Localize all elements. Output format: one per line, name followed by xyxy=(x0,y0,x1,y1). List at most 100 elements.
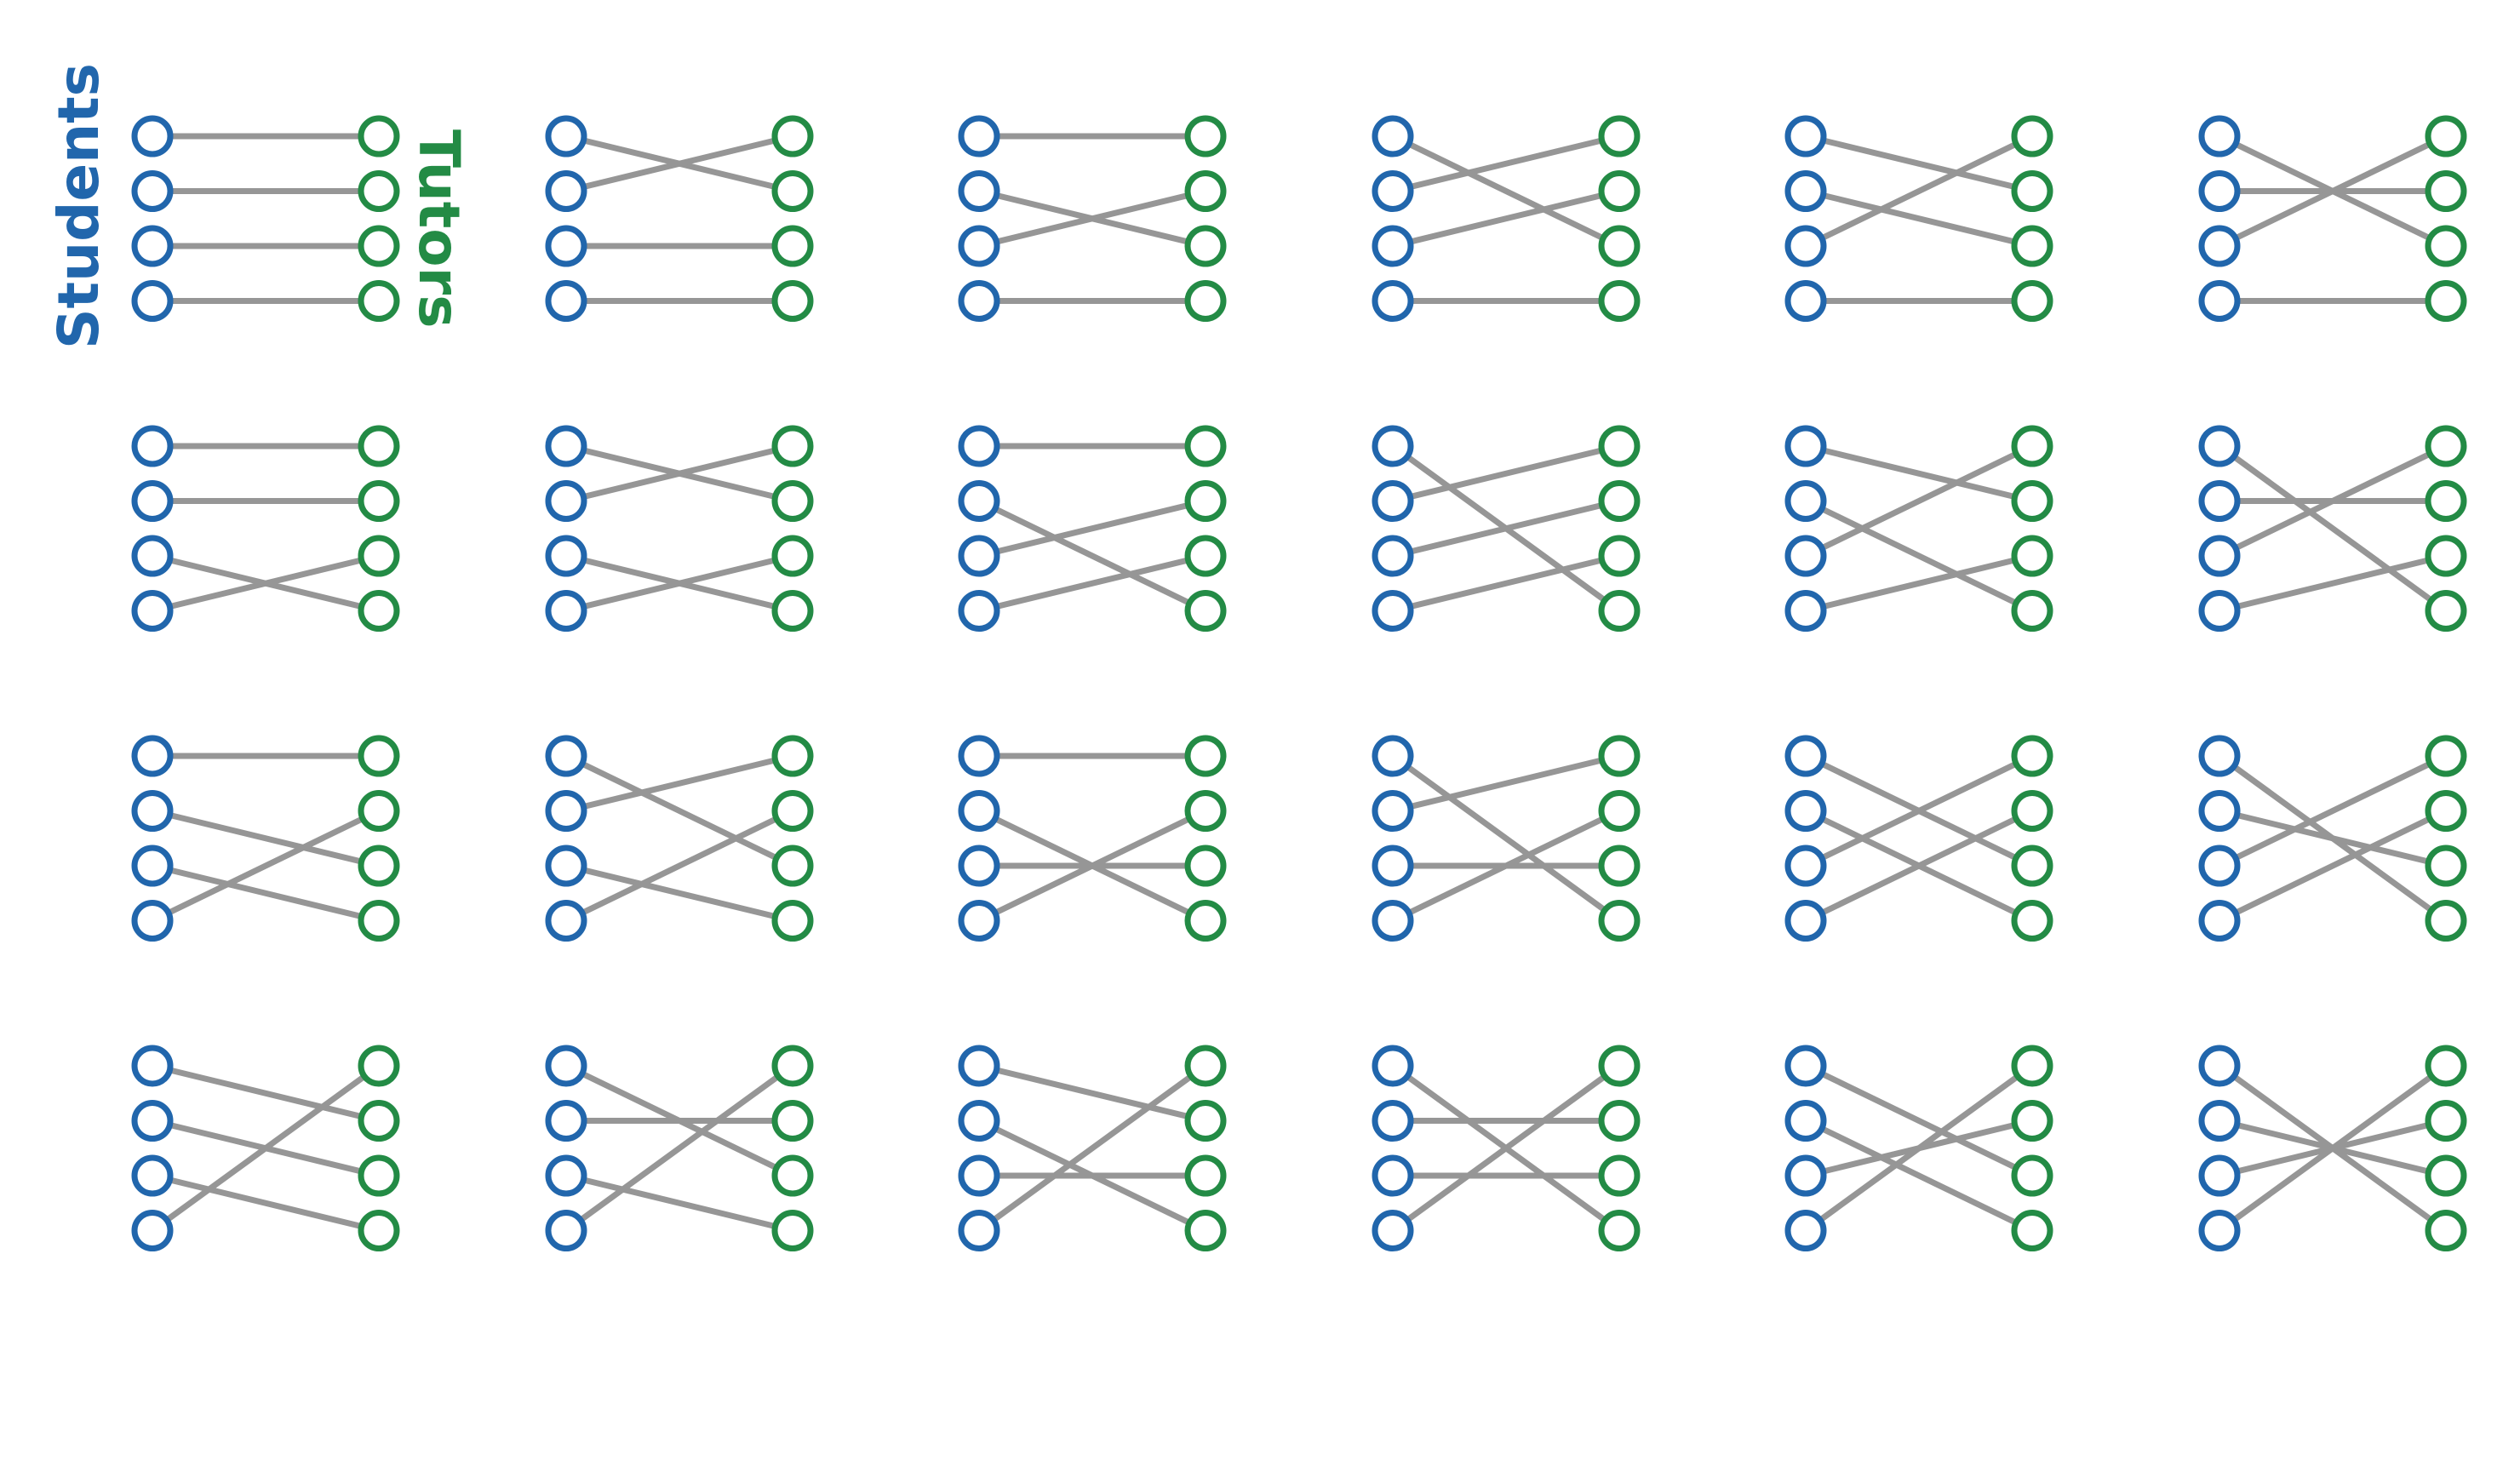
matching-8-tutor-node-3 xyxy=(771,535,814,577)
matching-20-edge-student4-tutor1 xyxy=(563,1062,796,1234)
matching-3-tutor-node-4 xyxy=(1184,280,1227,322)
matching-21-student-node-1 xyxy=(958,1045,1000,1087)
matching-7-tutor-node-3 xyxy=(358,535,400,577)
matching-19-tutor-node-4 xyxy=(358,1210,400,1251)
matching-23-edge-student1-tutor3 xyxy=(1802,1062,2036,1179)
matching-10-student-node-1 xyxy=(1372,425,1414,467)
matching-21-student-node-3 xyxy=(958,1154,1000,1197)
matching-11-student-node-4 xyxy=(1784,590,1827,632)
matching-14-tutor-node-3 xyxy=(771,845,814,887)
matching-19-student-node-3 xyxy=(131,1154,174,1197)
matching-2-tutor-node-3 xyxy=(771,225,814,267)
matching-12-student-node-2 xyxy=(2198,480,2241,522)
matching-3-student-node-1 xyxy=(958,115,1000,157)
matching-21-tutor-node-1 xyxy=(1184,1045,1227,1087)
matching-17-tutor-node-2 xyxy=(2011,790,2053,832)
matching-23-student-node-4 xyxy=(1784,1210,1827,1251)
matching-14-tutor-node-2 xyxy=(771,790,814,832)
matching-5-student-node-1 xyxy=(1784,115,1827,157)
matching-3-tutor-node-1 xyxy=(1184,115,1227,157)
matching-16-tutor-node-3 xyxy=(1598,845,1641,887)
matching-19-edge-student1-tutor2 xyxy=(149,1062,382,1124)
matching-1-student-node-4 xyxy=(131,280,174,322)
matching-16-student-node-3 xyxy=(1372,845,1414,887)
matching-19-edge-student3-tutor4 xyxy=(149,1172,382,1234)
matching-24-student-node-1 xyxy=(2198,1045,2241,1087)
matching-9-student-node-1 xyxy=(958,425,1000,467)
matching-21-tutor-node-4 xyxy=(1184,1210,1227,1251)
matching-20-edge-student3-tutor4 xyxy=(563,1172,796,1234)
matching-6-student-node-3 xyxy=(2198,225,2241,267)
matching-24-tutor-node-1 xyxy=(2425,1045,2467,1087)
matching-19-student-node-2 xyxy=(131,1100,174,1142)
matching-14-edge-student4-tutor2 xyxy=(563,808,796,924)
matching-3-tutor-node-3 xyxy=(1184,225,1227,267)
matching-11-student-node-1 xyxy=(1784,425,1827,467)
matching-8-edge-student4-tutor3 xyxy=(563,553,796,614)
matching-23-student-node-3 xyxy=(1784,1154,1827,1197)
matching-4-student-node-1 xyxy=(1372,115,1414,157)
matching-10-tutor-node-2 xyxy=(1598,480,1641,522)
matching-16-tutor-node-1 xyxy=(1598,735,1641,777)
matching-20-student-node-1 xyxy=(545,1045,587,1087)
matching-8-student-node-3 xyxy=(545,535,587,577)
matching-20-tutor-node-3 xyxy=(771,1154,814,1197)
matching-16-student-node-2 xyxy=(1372,790,1414,832)
matching-12-tutor-node-3 xyxy=(2425,535,2467,577)
matching-7-student-node-4 xyxy=(131,590,174,632)
matching-11-edge-student1-tutor2 xyxy=(1802,443,2036,504)
matching-24-tutor-node-3 xyxy=(2425,1154,2467,1197)
matching-16-edge-student2-tutor1 xyxy=(1389,753,1623,814)
matching-2-edge-student2-tutor1 xyxy=(563,133,796,194)
matching-14-tutor-node-1 xyxy=(771,735,814,777)
matching-15-student-node-2 xyxy=(958,790,1000,832)
matching-12-edge-student1-tutor4 xyxy=(2216,443,2449,614)
matching-15-edge-student4-tutor2 xyxy=(976,808,1209,924)
matching-4-tutor-node-4 xyxy=(1598,280,1641,322)
matching-22-tutor-node-2 xyxy=(1598,1100,1641,1142)
matching-3-tutor-node-2 xyxy=(1184,170,1227,212)
matching-7-tutor-node-2 xyxy=(358,480,400,522)
matching-5-student-node-3 xyxy=(1784,225,1827,267)
matching-16-edge-student1-tutor4 xyxy=(1389,753,1623,924)
matching-5-tutor-node-2 xyxy=(2011,170,2053,212)
matching-1-student-node-2 xyxy=(131,170,174,212)
matching-18-student-node-2 xyxy=(2198,790,2241,832)
matching-8-edge-student2-tutor1 xyxy=(563,443,796,504)
matching-4-edge-student2-tutor1 xyxy=(1389,133,1623,194)
matching-21-student-node-2 xyxy=(958,1100,1000,1142)
matching-11-tutor-node-3 xyxy=(2011,535,2053,577)
matching-13-edge-student2-tutor3 xyxy=(149,808,382,869)
matching-15-tutor-node-1 xyxy=(1184,735,1227,777)
matching-11-tutor-node-4 xyxy=(2011,590,2053,632)
matching-20-student-node-2 xyxy=(545,1100,587,1142)
matching-22-tutor-node-1 xyxy=(1598,1045,1641,1087)
matching-11-student-node-2 xyxy=(1784,480,1827,522)
matching-11-edge-student3-tutor1 xyxy=(1802,443,2036,559)
matching-14-student-node-2 xyxy=(545,790,587,832)
matching-1-student-node-1 xyxy=(131,115,174,157)
matching-9-tutor-node-2 xyxy=(1184,480,1227,522)
matching-17-student-node-3 xyxy=(1784,845,1827,887)
matching-23-edge-student2-tutor4 xyxy=(1802,1118,2036,1234)
matching-16-edge-student4-tutor2 xyxy=(1389,808,1623,924)
matching-18-tutor-node-4 xyxy=(2425,900,2467,942)
matching-10-tutor-node-4 xyxy=(1598,590,1641,632)
matching-5-tutor-node-1 xyxy=(2011,115,2053,157)
matching-13-student-node-4 xyxy=(131,900,174,942)
matching-24-student-node-3 xyxy=(2198,1154,2241,1197)
matching-13-tutor-node-4 xyxy=(358,900,400,942)
matching-24-tutor-node-2 xyxy=(2425,1100,2467,1142)
matching-22-tutor-node-3 xyxy=(1598,1154,1641,1197)
matching-7-edge-student4-tutor3 xyxy=(149,553,382,614)
matching-12-tutor-node-1 xyxy=(2425,425,2467,467)
matching-16-tutor-node-2 xyxy=(1598,790,1641,832)
matching-14-edge-student2-tutor1 xyxy=(563,753,796,814)
matching-8-student-node-4 xyxy=(545,590,587,632)
tutors-label: Tutors xyxy=(406,129,472,328)
matching-21-tutor-node-3 xyxy=(1184,1154,1227,1197)
matching-9-student-node-3 xyxy=(958,535,1000,577)
matching-9-student-node-4 xyxy=(958,590,1000,632)
matching-18-student-node-1 xyxy=(2198,735,2241,777)
matching-13-student-node-3 xyxy=(131,845,174,887)
